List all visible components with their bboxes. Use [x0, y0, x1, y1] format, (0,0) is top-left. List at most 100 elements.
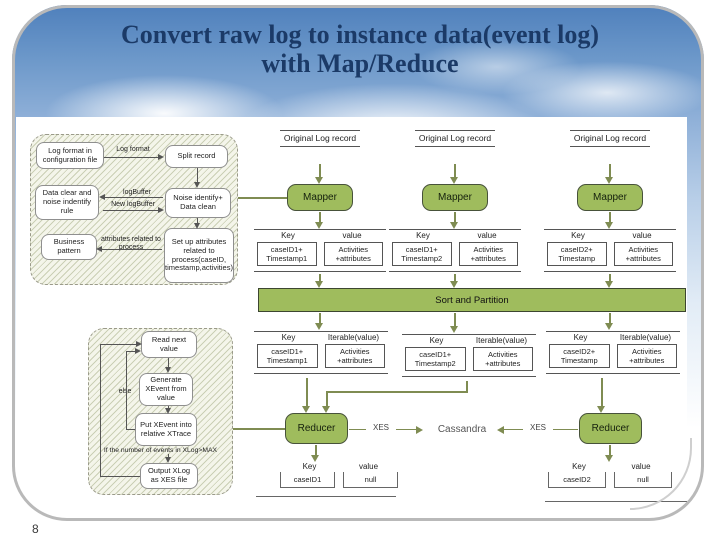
- reducer-box: Reducer: [285, 413, 348, 444]
- split-record-box: Split record: [165, 145, 228, 168]
- slide-title-line1: Convert raw log to instance data(event l…: [120, 20, 600, 49]
- arrow-down-icon: [194, 223, 200, 229]
- arrow-down-icon: [597, 406, 605, 413]
- flow-line: [168, 358, 169, 368]
- flow-line: [609, 212, 611, 223]
- arrow-down-icon: [165, 367, 171, 373]
- arrow-down-icon: [322, 406, 330, 413]
- key-cell: caseID1+ Timestamp2: [392, 242, 452, 266]
- output-xlog-box: Output XLog as XES file: [140, 463, 198, 489]
- flow-line: [454, 164, 456, 178]
- log-format-label: Log format: [116, 146, 150, 153]
- key-cell: caseID2: [548, 472, 606, 488]
- loop-line: [100, 344, 137, 345]
- arrow-left-icon: [96, 246, 102, 252]
- flow-line: [197, 218, 198, 224]
- flow-line: [326, 391, 468, 393]
- flow-line: [103, 210, 159, 211]
- arrow-down-icon: [605, 455, 613, 462]
- key-cell: caseID1+ Timestamp2: [405, 347, 466, 371]
- flow-line: [609, 164, 611, 178]
- flow-line: [319, 274, 321, 282]
- attributes-label: attributes related to process: [101, 236, 161, 251]
- source-record: Original Log record: [280, 130, 360, 148]
- log-format-box: Log format in configuration file: [36, 142, 104, 169]
- key-cell: caseID1+ Timestamp1: [257, 242, 317, 266]
- flow-line: [454, 274, 456, 282]
- loop-line: [126, 351, 127, 429]
- mapper-box: Mapper: [422, 184, 488, 211]
- arrow-down-icon: [302, 406, 310, 413]
- value-cell: Activities +attributes: [458, 242, 518, 266]
- arrow-down-icon: [450, 222, 458, 229]
- arrow-left-icon: [99, 194, 105, 200]
- arrow-down-icon: [315, 177, 323, 184]
- slide-title-line2: with Map/Reduce: [261, 49, 459, 78]
- arrow-down-icon: [165, 408, 171, 414]
- arrow-left-icon: [497, 426, 504, 434]
- condition-label: If the number of events in XLog>MAX: [103, 447, 218, 454]
- arrow-down-icon: [450, 326, 458, 333]
- arrow-right-icon: [416, 426, 423, 434]
- loop-line: [126, 429, 135, 430]
- loop-line: [100, 344, 101, 476]
- page-number: 8: [32, 522, 39, 536]
- setup-attributes-box: Set up attributes related to process(cas…: [164, 228, 234, 283]
- flow-line: [105, 197, 163, 198]
- xes-label: XES: [366, 423, 396, 432]
- slide-title: Convert raw log to instance data(event l…: [40, 20, 680, 78]
- read-next-box: Read next value: [141, 331, 197, 358]
- flow-line: [197, 168, 198, 182]
- underline: [256, 496, 396, 497]
- flow-line: [306, 378, 308, 407]
- arrow-down-icon: [315, 222, 323, 229]
- flow-line: [319, 212, 321, 223]
- flow-line: [601, 378, 603, 407]
- flow-line: [168, 454, 169, 458]
- business-pattern-box: Business pattern: [41, 234, 97, 260]
- key-cell: caseID1+ Timestamp1: [257, 344, 318, 368]
- loop-line: [126, 351, 136, 352]
- arrow-down-icon: [605, 222, 613, 229]
- arrow-right-icon: [135, 348, 141, 354]
- flow-line: [319, 313, 321, 324]
- arrow-down-icon: [605, 281, 613, 288]
- flow-line: [326, 391, 328, 407]
- arrow-down-icon: [450, 177, 458, 184]
- cassandra-label: Cassandra: [437, 424, 487, 435]
- mapper-box: Mapper: [577, 184, 643, 211]
- logbuffer-label: logBuffer: [123, 189, 151, 196]
- flow-line: [315, 445, 317, 456]
- arrow-down-icon: [450, 281, 458, 288]
- flow-line: [466, 381, 468, 393]
- mapper-box: Mapper: [287, 184, 353, 211]
- arrow-down-icon: [165, 457, 171, 463]
- arrow-down-icon: [605, 323, 613, 330]
- flow-line: [454, 212, 456, 223]
- flow-line: [454, 313, 456, 327]
- flow-line: [609, 445, 611, 456]
- sort-partition-bar: Sort and Partition: [258, 288, 686, 312]
- flow-line: [319, 164, 321, 178]
- arrow-right-icon: [158, 154, 164, 160]
- connector-line: [233, 428, 285, 430]
- arrow-down-icon: [605, 177, 613, 184]
- flow-line: [102, 249, 162, 250]
- value-cell: Activities +attributes: [323, 242, 383, 266]
- value-cell: Activities +attributes: [613, 242, 673, 266]
- reducer-box: Reducer: [579, 413, 642, 444]
- generate-xevent-box: Generate XEvent from value: [139, 373, 193, 406]
- loop-line: [100, 476, 140, 477]
- put-xevent-box: Put XEvent into relative XTrace: [135, 413, 197, 446]
- flow-line: [168, 406, 169, 409]
- value-cell: null: [343, 472, 398, 488]
- value-cell: Activities +attributes: [472, 347, 533, 371]
- key-cell: caseID2+ Timestamp: [547, 242, 607, 266]
